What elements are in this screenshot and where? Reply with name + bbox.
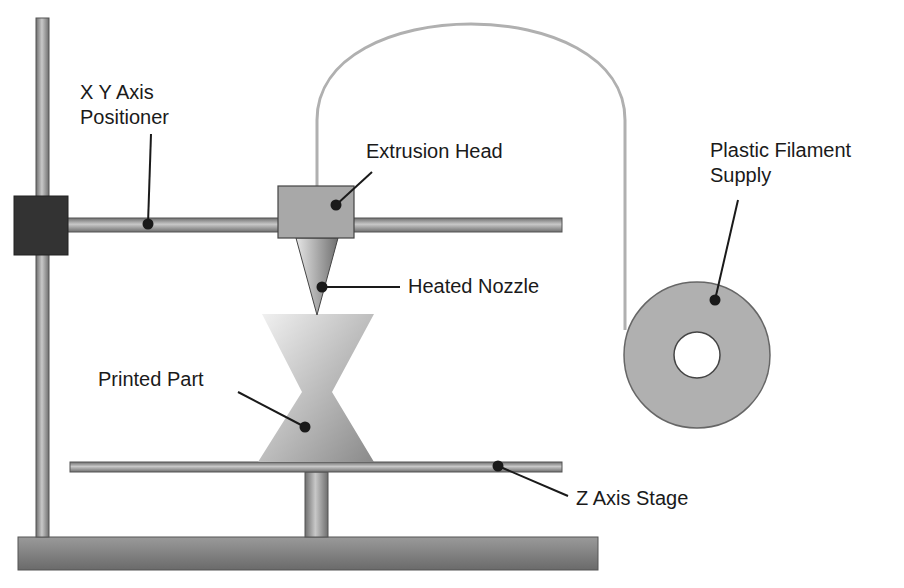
base-plate <box>18 537 598 570</box>
leader-dot <box>301 423 310 432</box>
leader-dot <box>494 462 503 471</box>
extrusion-head <box>278 186 354 238</box>
leader-line <box>238 392 305 427</box>
part-label: Plastic Filament Supply <box>710 138 890 188</box>
heated-nozzle <box>296 238 338 315</box>
leader-line <box>498 466 568 496</box>
part-label: X Y Axis Positioner <box>80 80 230 130</box>
part-label: Heated Nozzle <box>408 274 608 299</box>
part-label: Z Axis Stage <box>576 486 776 511</box>
stage-column <box>305 472 328 537</box>
leader-dot <box>711 296 720 305</box>
leader-line <box>322 286 400 288</box>
z-stage <box>70 462 562 472</box>
filament-spool <box>624 282 770 428</box>
filament <box>317 24 625 330</box>
leader-line <box>336 172 372 205</box>
leader-dot <box>144 220 153 229</box>
vertical-pole <box>36 18 49 537</box>
part-label: Printed Part <box>98 367 278 392</box>
spool-hole <box>674 332 720 378</box>
leader-dot <box>318 283 327 292</box>
leader-line <box>715 200 738 300</box>
printed-part <box>258 314 374 462</box>
leader-line <box>148 134 151 224</box>
clamp-block <box>14 196 68 255</box>
leader-dot <box>332 201 341 210</box>
part-label: Extrusion Head <box>366 139 566 164</box>
